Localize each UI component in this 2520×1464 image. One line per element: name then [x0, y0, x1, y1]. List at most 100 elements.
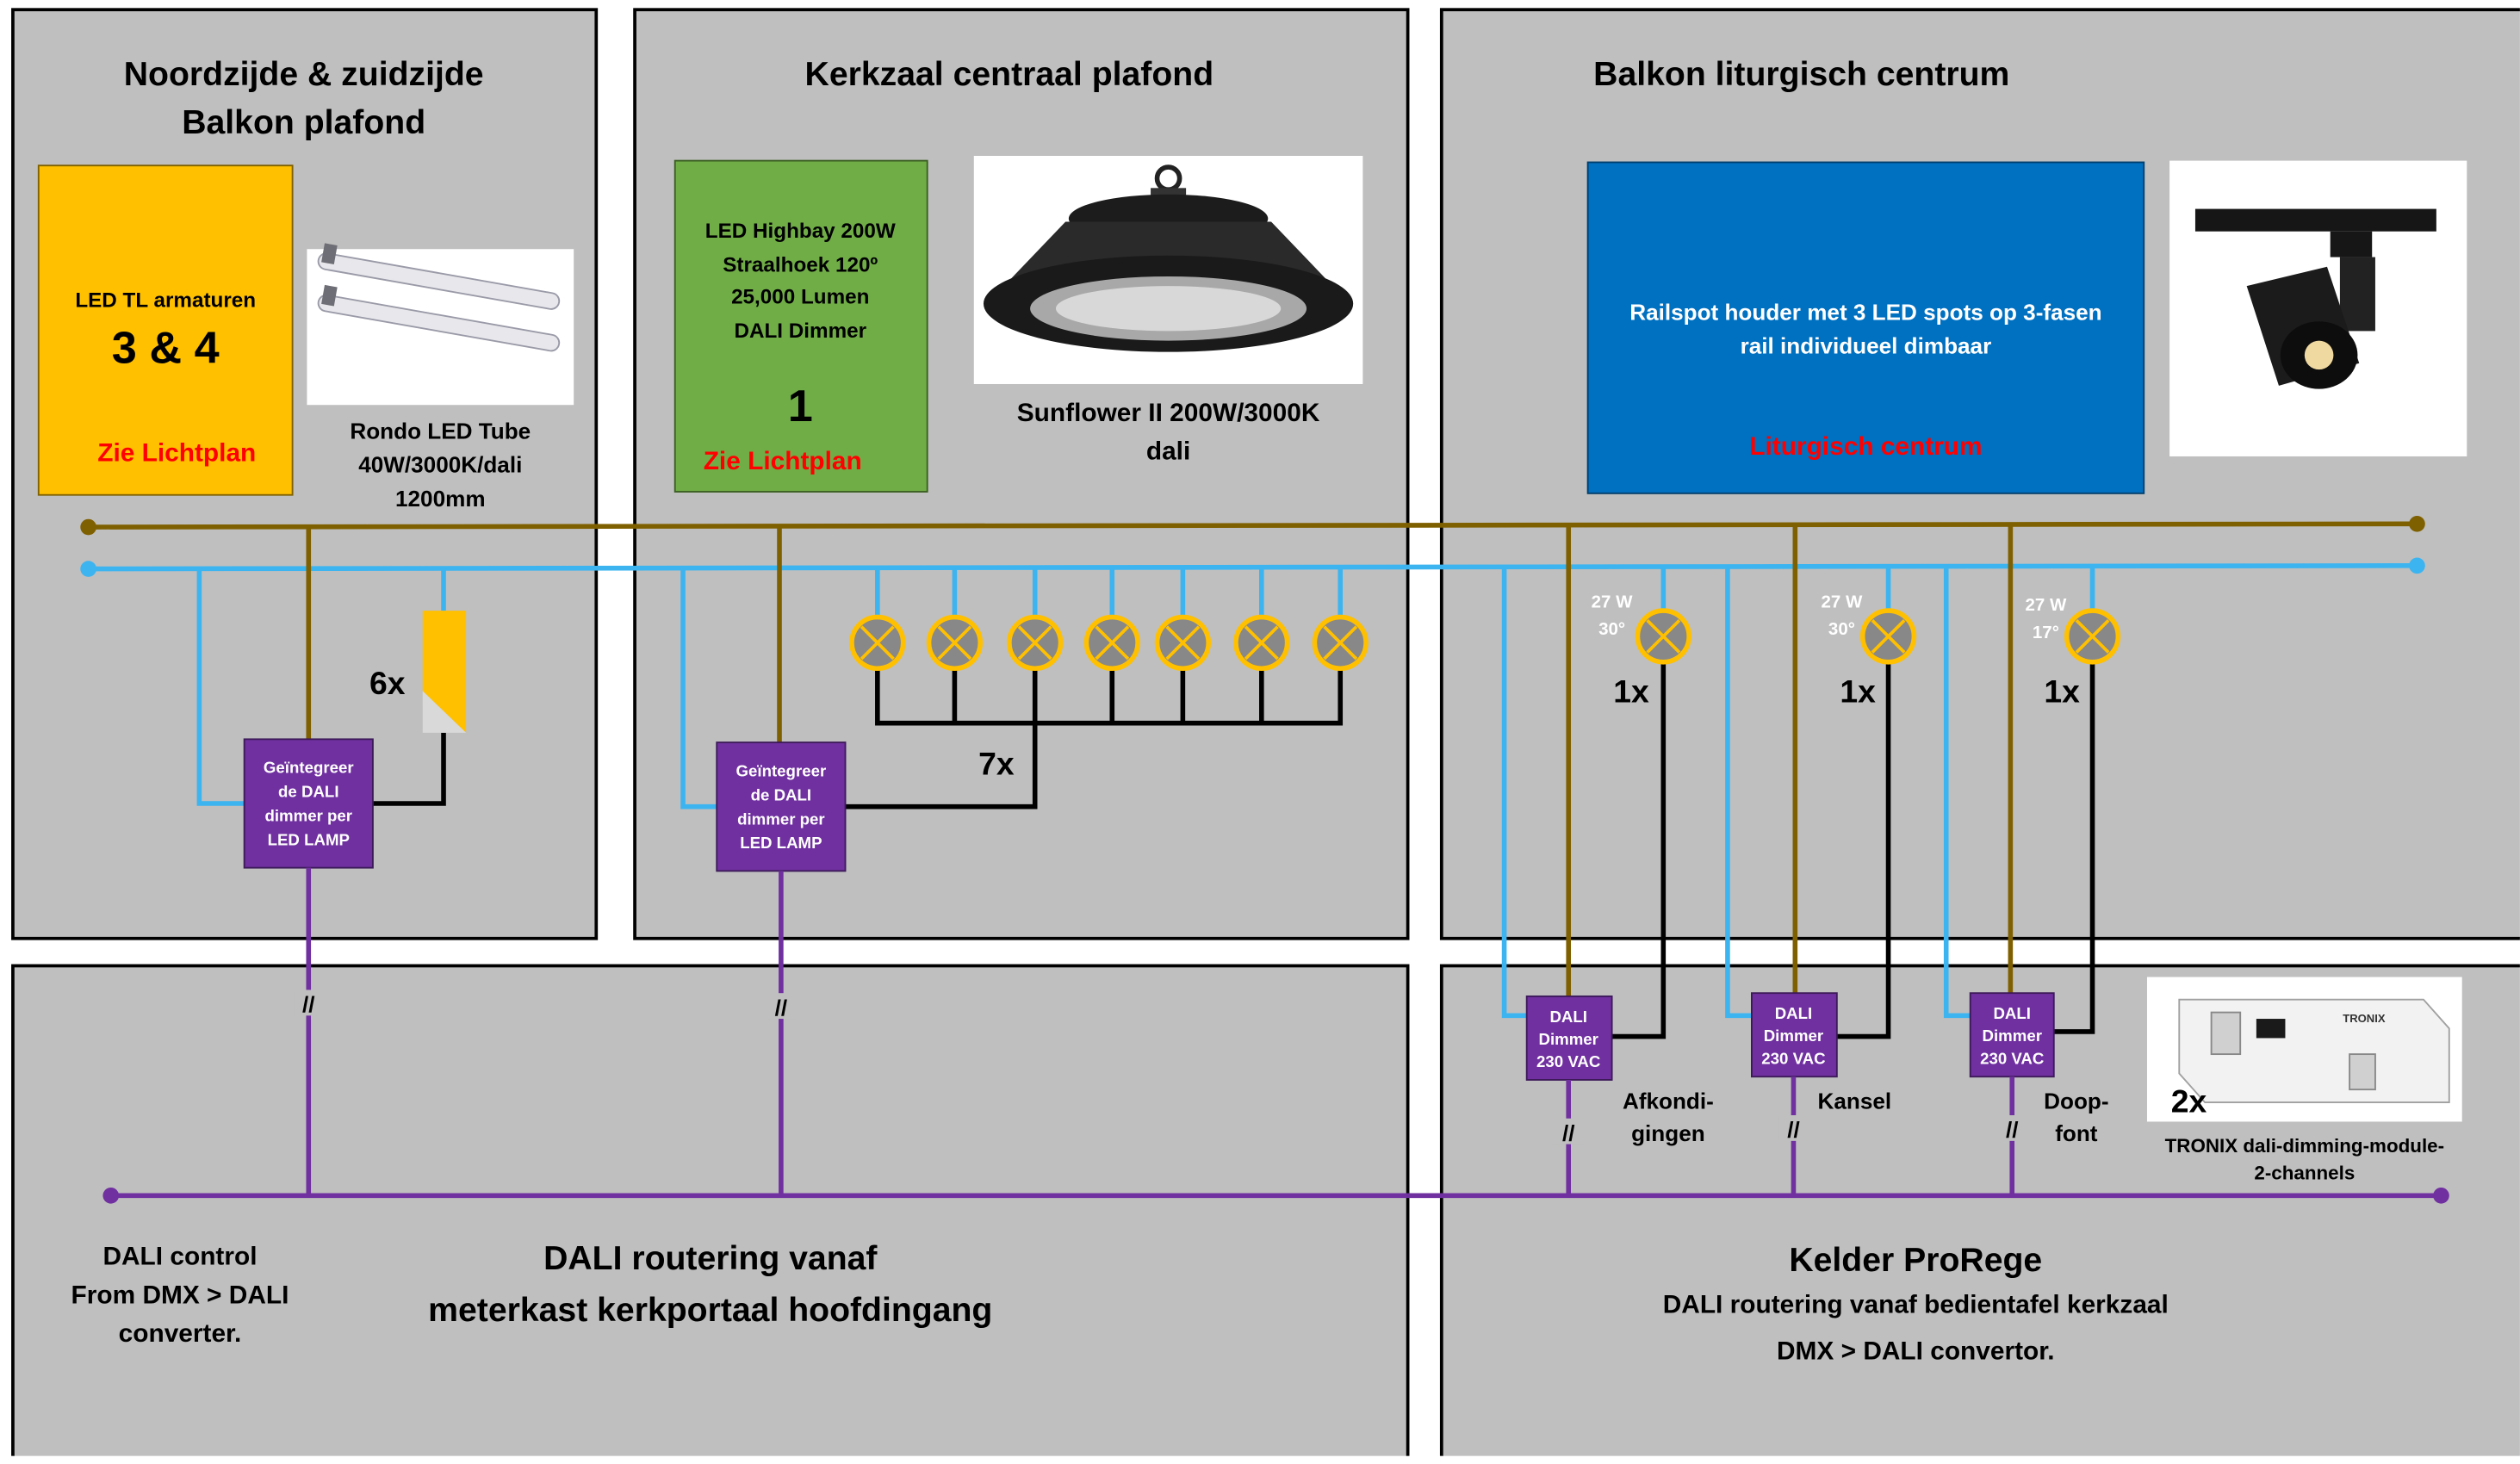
- sunflower-highbay-image: [973, 156, 1363, 384]
- spot-wiring: [1501, 524, 2095, 1039]
- integrated-dimmer-left-4: LED LAMP: [268, 831, 350, 849]
- dali-dimmer-1-line3: 230 VAC: [1536, 1052, 1600, 1070]
- spot-lamp-symbol: [1635, 608, 1691, 665]
- phase-bus-end: [2409, 515, 2425, 532]
- spot-2-power: 27 W: [1821, 592, 1863, 611]
- integrated-dimmer-left-2: de DALI: [278, 783, 338, 801]
- spot-lamp-symbol: [1859, 608, 1917, 665]
- dali-bus-end: [2433, 1187, 2449, 1204]
- tube-caption-3: 1200mm: [395, 486, 486, 512]
- kelder-line-1: DALI routering vanaf bedientafel kerkzaa…: [1663, 1291, 2169, 1319]
- left-wiring: [196, 527, 446, 806]
- highbay-line-2: Straalhoek 120º: [723, 253, 878, 276]
- dali-control-3: converter.: [119, 1319, 242, 1348]
- spot-3-power: 27 W: [2025, 595, 2067, 615]
- dali-dimmer-kansel: [1751, 992, 1838, 1078]
- integrated-dimmer-central-1: Geïntegreer: [736, 761, 827, 779]
- tl-box-label: LED TL armaturen: [75, 288, 256, 312]
- spot-1-name-2: gingen: [1631, 1120, 1705, 1146]
- kelder-title: Kelder ProRege: [1789, 1242, 2042, 1279]
- integrated-dimmer-left-1: Geïntegreer: [264, 759, 354, 777]
- panel-dali-routing: [11, 964, 1410, 1464]
- dali-dimmer-3-line2: Dimmer: [1982, 1027, 2041, 1045]
- spot-1-angle: 30°: [1598, 619, 1625, 639]
- neutral-bus-end: [2409, 557, 2425, 574]
- highbay-lamp-symbol: [1233, 614, 1290, 672]
- tube-multiplier: 6x: [369, 665, 406, 701]
- spot-3-name-1: Doop-: [2044, 1089, 2108, 1114]
- integrated-dimmer-left: [243, 738, 374, 869]
- railspot-link[interactable]: Liturgisch centrum: [1749, 432, 1982, 461]
- highbay-lamp-symbol: [849, 614, 906, 672]
- highbay-count: 1: [788, 382, 813, 431]
- tronix-module-image: [2146, 977, 2462, 1122]
- led-tube-image: [307, 243, 574, 406]
- spot-1-count: 1x: [1613, 673, 1649, 709]
- central-wiring: [680, 527, 1344, 810]
- break-mark: //: [302, 992, 315, 1018]
- spot-lamp-symbol: [2064, 608, 2121, 665]
- highbay-line-3: 25,000 Lumen: [731, 286, 869, 309]
- highbay-line-4: DALI Dimmer: [734, 319, 866, 343]
- spot-1-power: 27 W: [1592, 592, 1634, 611]
- tl-box-link[interactable]: Zie Lichtplan: [97, 439, 256, 468]
- tronix-caption-2: 2-channels: [2254, 1163, 2355, 1184]
- panel-title-liturgical: Balkon liturgisch centrum: [1593, 56, 2009, 93]
- highbay-link[interactable]: Zie Lichtplan: [704, 447, 862, 475]
- dali-dimmer-2-line1: DALI: [1775, 1004, 1813, 1022]
- highbay-lamp-symbol: [1312, 614, 1369, 672]
- dali-route-title-2: meterkast kerkportaal hoofdingang: [428, 1292, 992, 1329]
- tube-caption-2: 40W/3000K/dali: [358, 452, 522, 478]
- dali-dimmer-3-line3: 230 VAC: [1980, 1049, 2044, 1067]
- neutral-bus-start: [80, 561, 96, 577]
- highbay-line-1: LED Highbay 200W: [705, 220, 896, 243]
- tl-box: [37, 164, 294, 496]
- integrated-dimmer-central-2: de DALI: [751, 785, 811, 803]
- led-tube-lamp-symbol: [422, 611, 467, 733]
- dali-control-2: From DMX > DALI: [71, 1281, 289, 1309]
- phase-bus: [88, 521, 2418, 530]
- highbay-box: [673, 159, 928, 493]
- highbay-lamps: [849, 614, 1369, 672]
- highbay-lamp-symbol: [1083, 614, 1140, 672]
- railspot-box: [1586, 161, 2145, 494]
- spot-2-count: 1x: [1840, 673, 1876, 709]
- spot-2-angle: 30°: [1828, 619, 1855, 639]
- phase-bus-start: [80, 518, 96, 536]
- dali-control-1: DALI control: [102, 1243, 257, 1271]
- break-mark: //: [2006, 1117, 2019, 1143]
- railspot-image: [2169, 160, 2467, 456]
- spot-3-count: 1x: [2044, 673, 2080, 709]
- tube-caption-1: Rondo LED Tube: [350, 418, 531, 444]
- tronix-caption-1: TRONIX dali-dimming-module-: [2165, 1135, 2444, 1157]
- break-mark: //: [775, 995, 788, 1020]
- highbay-lamp-symbol: [926, 614, 984, 672]
- spot-2-name-1: Kansel: [1818, 1089, 1892, 1114]
- tronix-count: 2x: [2171, 1082, 2207, 1119]
- kelder-line-2: DMX > DALI convertor.: [1777, 1337, 2055, 1366]
- neutral-bus: [88, 563, 2418, 572]
- integrated-dimmer-central-4: LED LAMP: [740, 834, 822, 852]
- break-mark: //: [1562, 1120, 1575, 1146]
- integrated-dimmer-central-3: dimmer per: [737, 810, 825, 828]
- panel-title-north-south-2: Balkon plafond: [182, 104, 425, 141]
- dali-dimmer-1-line2: Dimmer: [1538, 1030, 1598, 1048]
- dali-dimmer-1-line1: DALI: [1549, 1008, 1587, 1026]
- dali-dimmer-3-line1: DALI: [1993, 1004, 2031, 1022]
- tl-box-number: 3 & 4: [112, 324, 220, 374]
- dali-bus-start: [102, 1187, 120, 1204]
- dali-dimmer-2-line2: Dimmer: [1764, 1027, 1823, 1045]
- spot-3-name-2: font: [2055, 1120, 2098, 1146]
- panel-title-central: Kerkzaal centraal plafond: [805, 56, 1214, 93]
- break-mark-bg: [294, 989, 2027, 1145]
- railspot-line-2: rail individueel dimbaar: [1741, 333, 1992, 359]
- break-mark: //: [1787, 1117, 1800, 1143]
- dali-route-title-1: DALI routering vanaf: [543, 1240, 878, 1277]
- integrated-dimmer-central: [716, 741, 847, 872]
- highbay-lamp-symbol: [1154, 614, 1212, 672]
- highbay-lamp-symbol: [1007, 614, 1064, 672]
- dali-dimmer-2-line3: 230 VAC: [1761, 1049, 1825, 1067]
- highbay-multiplier: 7x: [978, 745, 1015, 781]
- sunflower-caption-2: dali: [1146, 437, 1190, 466]
